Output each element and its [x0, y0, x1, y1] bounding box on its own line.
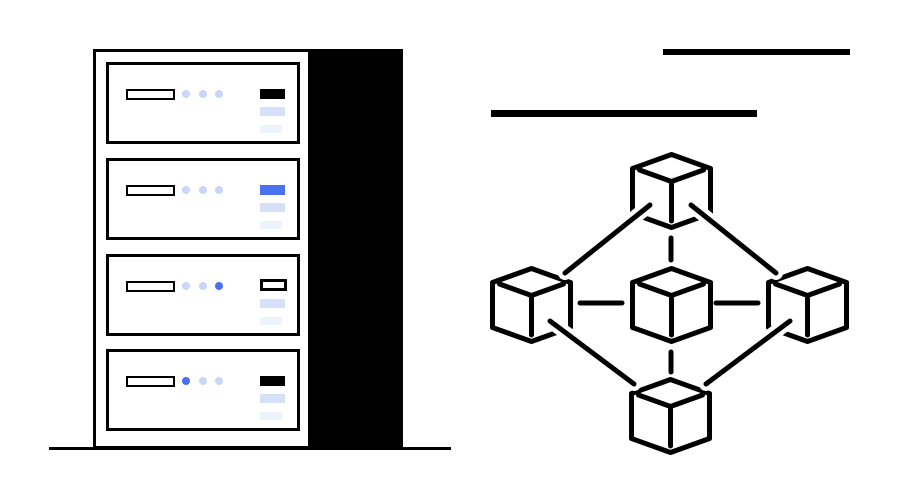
status-bar-secondary: [260, 394, 285, 403]
led-indicator-off: [198, 282, 207, 290]
led-indicators: [182, 282, 227, 290]
accent-bar-top: [663, 49, 850, 55]
server-unit-1: [106, 62, 300, 144]
server-unit-2: [106, 158, 300, 240]
status-bar-tertiary: [260, 125, 282, 133]
led-indicator-off: [198, 186, 207, 194]
cube-node-top: [630, 152, 713, 230]
status-bar-primary: [260, 89, 285, 99]
led-indicators: [182, 377, 227, 385]
network-link-right-bottom: [699, 314, 797, 391]
led-indicator-on: [182, 377, 190, 385]
network-link-top-right: [684, 198, 783, 280]
status-bar-secondary: [260, 107, 285, 116]
led-indicator-off: [198, 90, 207, 98]
led-indicator-off: [182, 186, 190, 194]
led-indicator-off: [215, 377, 223, 385]
led-indicator-off: [182, 90, 190, 98]
rack-side-panel: [311, 49, 403, 449]
cube-node-center: [630, 266, 713, 344]
drive-slot: [126, 89, 175, 100]
status-bar-tertiary: [260, 221, 282, 229]
drive-slot: [126, 185, 175, 196]
cube-node-left: [490, 266, 573, 344]
drive-slot: [126, 376, 175, 387]
led-indicator-off: [215, 90, 223, 98]
led-indicator-off: [198, 377, 207, 385]
network-link-top-left: [558, 198, 657, 280]
led-indicators: [182, 90, 227, 98]
status-bar-primary: [260, 185, 285, 195]
status-bar-secondary: [260, 299, 285, 308]
led-indicator-on: [215, 282, 223, 290]
cube-node-bottom: [629, 377, 712, 455]
server-unit-3: [106, 254, 300, 336]
drive-slot: [126, 281, 175, 292]
status-bar-primary: [260, 376, 285, 386]
cube-node-right: [766, 266, 849, 344]
accent-bar-bottom: [491, 110, 757, 117]
status-bar-tertiary: [260, 412, 282, 420]
status-bar-secondary: [260, 203, 285, 212]
led-indicator-off: [215, 186, 223, 194]
status-bar-primary: [260, 279, 287, 291]
led-indicators: [182, 186, 227, 194]
server-unit-4: [106, 349, 300, 431]
status-bar-tertiary: [260, 317, 282, 325]
network-link-left-bottom: [543, 314, 641, 391]
floor-line: [49, 447, 451, 450]
led-indicator-off: [182, 282, 190, 290]
